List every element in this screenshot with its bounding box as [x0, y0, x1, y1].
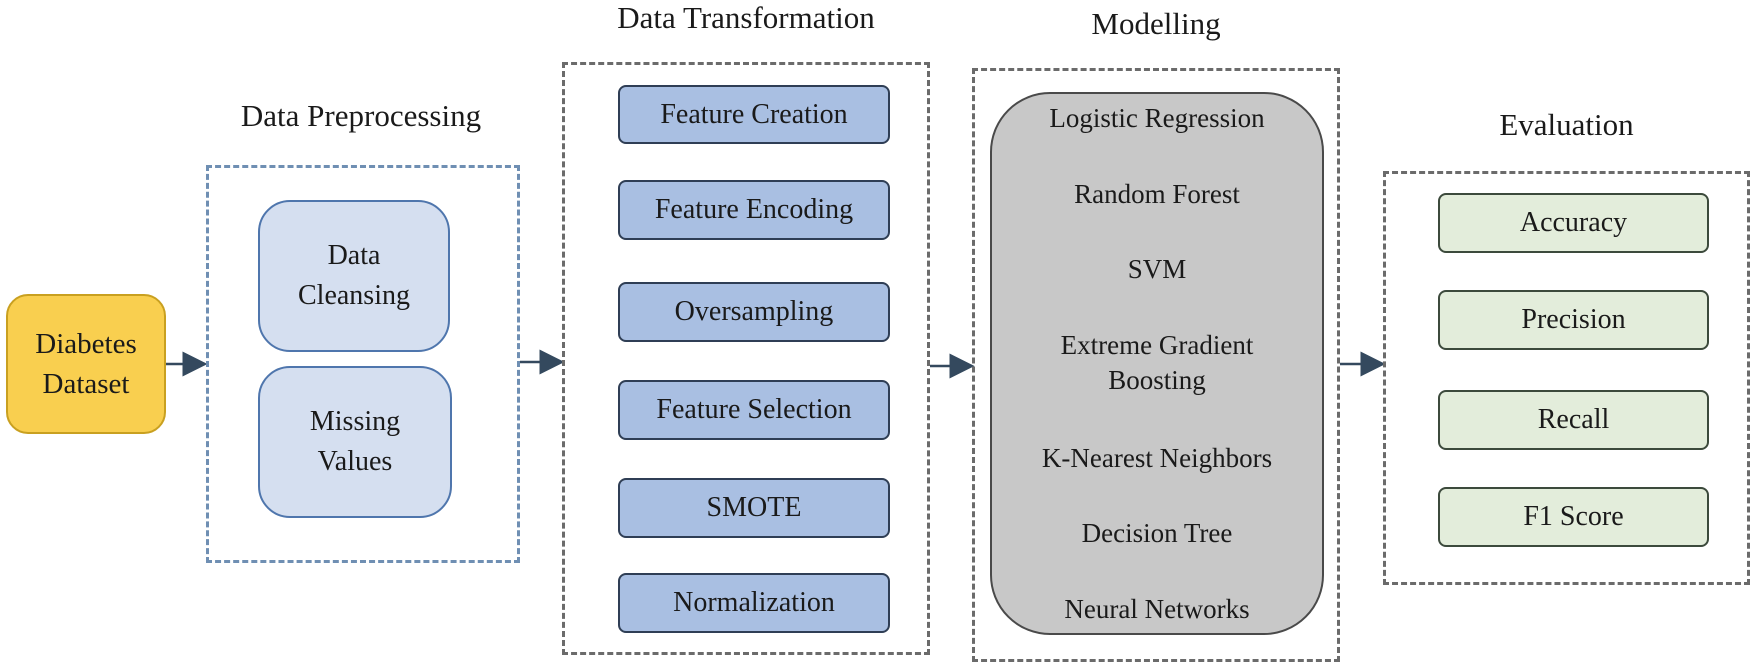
metric-accuracy: Accuracy [1438, 193, 1709, 253]
dataset-label-line2: Dataset [42, 368, 130, 400]
modelling-frame [972, 68, 1340, 662]
transformation-step-normalization: Normalization [618, 573, 890, 633]
metric-precision: Precision [1438, 290, 1709, 350]
model-random-forest: Random Forest [1074, 179, 1240, 209]
transformation-step-oversampling: Oversampling [618, 282, 890, 342]
preprocessing-step-data-cleansing: Data Cleansing [258, 200, 450, 352]
preprocessing-step-line2: Cleansing [298, 280, 410, 311]
preprocessing-step-line1: Data [327, 240, 381, 271]
preprocessing-frame [206, 165, 520, 563]
evaluation-frame [1383, 171, 1750, 585]
model-k-nearest-neighbors: K-Nearest Neighbors [1041, 443, 1273, 473]
transformation-step-feature-encoding: Feature Encoding [618, 180, 890, 240]
modelling-title: Modelling [1091, 6, 1221, 41]
model-neural-networks: Neural Networks [1064, 594, 1250, 624]
preprocessing-step-missing-values: Missing Values [258, 366, 452, 518]
dataset-label-line1: Diabetes [35, 328, 137, 360]
transformation-step-feature-selection: Feature Selection [618, 380, 890, 440]
model-logistic-regression: Logistic Regression [1049, 103, 1265, 133]
preprocessing-step-line2: Values [317, 446, 393, 477]
transformation-step-smote: SMOTE [618, 478, 890, 538]
model-extreme-gradient-line2: Boosting [1108, 365, 1206, 395]
preprocessing-step-line1: Missing [309, 406, 401, 437]
transformation-frame [562, 62, 930, 655]
metric-f1-score: F1 Score [1438, 487, 1709, 547]
preprocessing-title: Data Preprocessing [240, 98, 482, 133]
diabetes-dataset-node: Diabetes Dataset [6, 294, 166, 434]
model-decision-tree: Decision Tree [1081, 518, 1233, 548]
transformation-step-feature-creation: Feature Creation [618, 85, 890, 144]
metric-recall: Recall [1438, 390, 1709, 450]
evaluation-title: Evaluation [1499, 107, 1634, 142]
model-extreme-gradient-line1: Extreme Gradient [1060, 330, 1254, 360]
models-panel: Logistic Regression Random Forest SVM Ex… [990, 92, 1324, 635]
transformation-title: Data Transformation [617, 0, 875, 35]
model-svm: SVM [1127, 254, 1187, 284]
